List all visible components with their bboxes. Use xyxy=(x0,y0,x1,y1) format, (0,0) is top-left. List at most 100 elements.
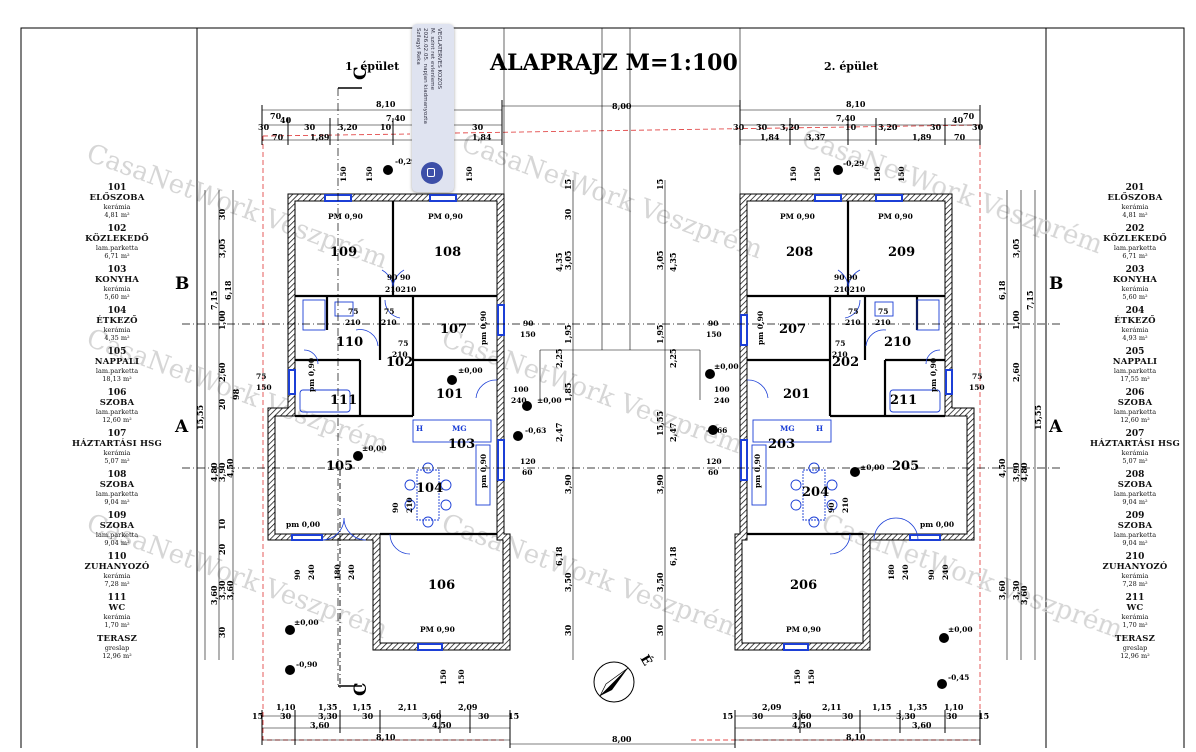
svg-text:210: 210 xyxy=(845,318,861,327)
room-110: 110 xyxy=(336,335,363,350)
legend-num: 201 xyxy=(1125,183,1145,193)
svg-text:-0,63: -0,63 xyxy=(525,426,546,435)
svg-text:3,90: 3,90 xyxy=(1011,462,1021,482)
legend-num: 103 xyxy=(107,265,127,275)
legend-num: 208 xyxy=(1125,470,1145,480)
svg-text:3,60: 3,60 xyxy=(209,585,219,605)
room-202: 202 xyxy=(832,355,859,370)
svg-text:pm 0,00: pm 0,00 xyxy=(286,520,320,529)
svg-text:150: 150 xyxy=(969,383,985,392)
legend-mat: lam.parketta xyxy=(95,408,139,416)
svg-text:4,50: 4,50 xyxy=(225,458,235,478)
svg-text:1,10: 1,10 xyxy=(944,702,964,712)
svg-text:1,85: 1,85 xyxy=(563,383,573,402)
dimension-ticks xyxy=(261,100,981,748)
svg-text:75: 75 xyxy=(972,372,982,381)
legend-area: 9,04 m² xyxy=(104,498,130,506)
svg-text:210: 210 xyxy=(832,350,848,359)
svg-text:30: 30 xyxy=(563,208,573,220)
legend-mat: lam.parketta xyxy=(95,490,139,498)
svg-text:3,05: 3,05 xyxy=(1011,239,1021,258)
room-labels-right: 208 209 207 210 202 201 211 203 205 204 … xyxy=(768,245,919,593)
legend-area: 4,81 m² xyxy=(1122,211,1148,219)
svg-text:7,15: 7,15 xyxy=(209,291,219,310)
legend-mat: kerámia xyxy=(103,449,131,457)
legend-area: 1,70 m² xyxy=(1122,621,1148,629)
svg-text:75: 75 xyxy=(348,307,358,316)
svg-text:pm 0,90: pm 0,90 xyxy=(307,358,316,392)
svg-text:150: 150 xyxy=(873,166,882,182)
legend-area: 17,55 m² xyxy=(1120,375,1150,383)
legend-name: SZOBA xyxy=(99,480,135,490)
svg-text:1,00: 1,00 xyxy=(217,310,227,330)
svg-text:100: 100 xyxy=(513,385,529,394)
building-1-label: 1. épület xyxy=(345,60,400,73)
legend-area: 5,07 m² xyxy=(104,457,130,465)
legend-name: SZOBA xyxy=(99,398,135,408)
room-101: 101 xyxy=(436,387,463,402)
legend-mat: lam.parketta xyxy=(95,531,139,539)
legend-num: 101 xyxy=(107,183,127,193)
room-210: 210 xyxy=(884,335,911,350)
legend-area: 7,28 m² xyxy=(104,580,130,588)
svg-text:C: C xyxy=(351,66,371,80)
svg-text:30: 30 xyxy=(972,122,984,132)
legend-mat: lam.parketta xyxy=(1113,244,1157,252)
svg-text:15: 15 xyxy=(252,711,263,721)
legend-num: 211 xyxy=(1125,593,1145,603)
legend-name: ZUHANYOZÓ xyxy=(84,562,150,572)
svg-text:8,00: 8,00 xyxy=(612,734,632,744)
legend-name: SZOBA xyxy=(1117,398,1153,408)
svg-text:240: 240 xyxy=(307,564,316,580)
svg-text:150: 150 xyxy=(457,669,466,685)
svg-text:90: 90 xyxy=(708,319,718,328)
svg-text:240: 240 xyxy=(941,564,950,580)
legend-area: 5,60 m² xyxy=(1122,293,1148,301)
room-203: 203 xyxy=(768,437,795,452)
svg-text:15: 15 xyxy=(978,711,989,721)
legend-area: 12,60 m² xyxy=(102,416,132,424)
document-icon[interactable] xyxy=(421,162,443,184)
svg-text:7,15: 7,15 xyxy=(1025,291,1035,310)
svg-text:150: 150 xyxy=(706,330,722,339)
svg-text:15: 15 xyxy=(508,711,519,721)
legend-num: 204 xyxy=(1125,306,1145,316)
svg-text:75: 75 xyxy=(848,307,858,316)
building-2-label: 2. épület xyxy=(824,60,879,73)
legend-num: 210 xyxy=(1125,552,1145,562)
svg-text:150: 150 xyxy=(520,330,536,339)
svg-text:210210: 210210 xyxy=(385,285,416,294)
room-107: 107 xyxy=(440,322,467,337)
dimension-texts-bottom: 1,10 1,35 1,15 2,11 2,09 15 30 3,30 30 3… xyxy=(252,702,989,744)
svg-text:2,60: 2,60 xyxy=(1011,362,1021,382)
svg-text:40: 40 xyxy=(280,115,292,125)
legend-name: ÉTKEZŐ xyxy=(96,316,138,326)
svg-text:4,80: 4,80 xyxy=(209,462,219,482)
room-104: 104 xyxy=(416,481,443,496)
svg-text:75: 75 xyxy=(384,307,394,316)
legend-mat: lam.parketta xyxy=(1113,408,1157,416)
svg-text:60: 60 xyxy=(708,468,718,477)
legend-mat: kerámia xyxy=(1121,326,1149,334)
svg-text:1,00: 1,00 xyxy=(1011,310,1021,330)
room-103: 103 xyxy=(448,437,475,452)
legend-mat: lam.parketta xyxy=(1113,490,1157,498)
svg-text:A: A xyxy=(174,417,189,437)
dimension-lines xyxy=(204,105,1036,745)
svg-text:210: 210 xyxy=(841,497,850,513)
section-lines xyxy=(182,88,1060,686)
legend-name: KÖZLEKEDŐ xyxy=(1103,234,1167,244)
svg-text:2,25: 2,25 xyxy=(554,349,564,368)
svg-text:30: 30 xyxy=(842,711,854,721)
svg-text:7,40: 7,40 xyxy=(386,113,406,123)
legend-area: 6,71 m² xyxy=(1122,252,1148,260)
legend-name: TERASZ xyxy=(96,634,137,644)
